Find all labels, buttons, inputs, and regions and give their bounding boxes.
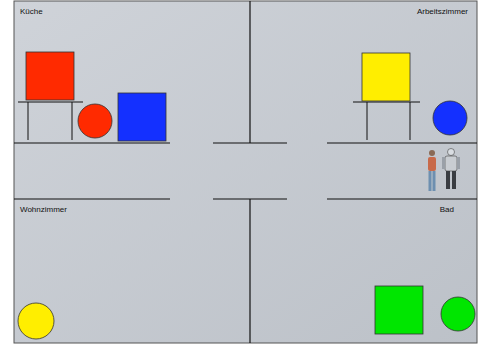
robot-figure: [442, 149, 460, 190]
walls: [14, 1, 477, 343]
robot-body: [445, 156, 457, 171]
robot-arm: [442, 157, 445, 169]
wall: [327, 198, 477, 199]
robot-arm: [457, 157, 460, 169]
blue-block: [118, 93, 166, 141]
floor: [14, 1, 477, 343]
wall: [213, 142, 287, 143]
person-leg: [433, 171, 436, 191]
yellow-block: [362, 53, 410, 101]
room-label: Arbeitszimmer: [417, 7, 468, 17]
wall: [249, 1, 250, 143]
green-block: [375, 286, 423, 334]
robot-leg: [452, 171, 456, 189]
room-label: Bad: [440, 205, 454, 215]
blue-ball: [433, 101, 467, 135]
wall: [249, 199, 250, 343]
robot-leg: [446, 171, 450, 189]
room-label: Küche: [20, 7, 43, 17]
robot-head: [448, 149, 455, 156]
table-leg: [410, 102, 411, 140]
wall: [14, 198, 170, 199]
person-figure: [428, 150, 436, 191]
table-leg: [72, 102, 73, 140]
table-leg: [367, 102, 368, 140]
kitchen-table: [18, 102, 83, 140]
red-ball: [78, 104, 112, 138]
yellow-ball: [18, 303, 54, 339]
wall: [14, 142, 170, 143]
room-label: Wohnzimmer: [20, 205, 67, 215]
green-ball: [441, 297, 475, 331]
person-head: [429, 150, 435, 156]
red-block: [26, 52, 74, 100]
person-body: [428, 157, 436, 171]
office-table: [353, 102, 420, 140]
wall: [213, 198, 287, 199]
wall: [327, 142, 477, 143]
table-leg: [28, 102, 29, 140]
person-leg: [429, 171, 432, 191]
